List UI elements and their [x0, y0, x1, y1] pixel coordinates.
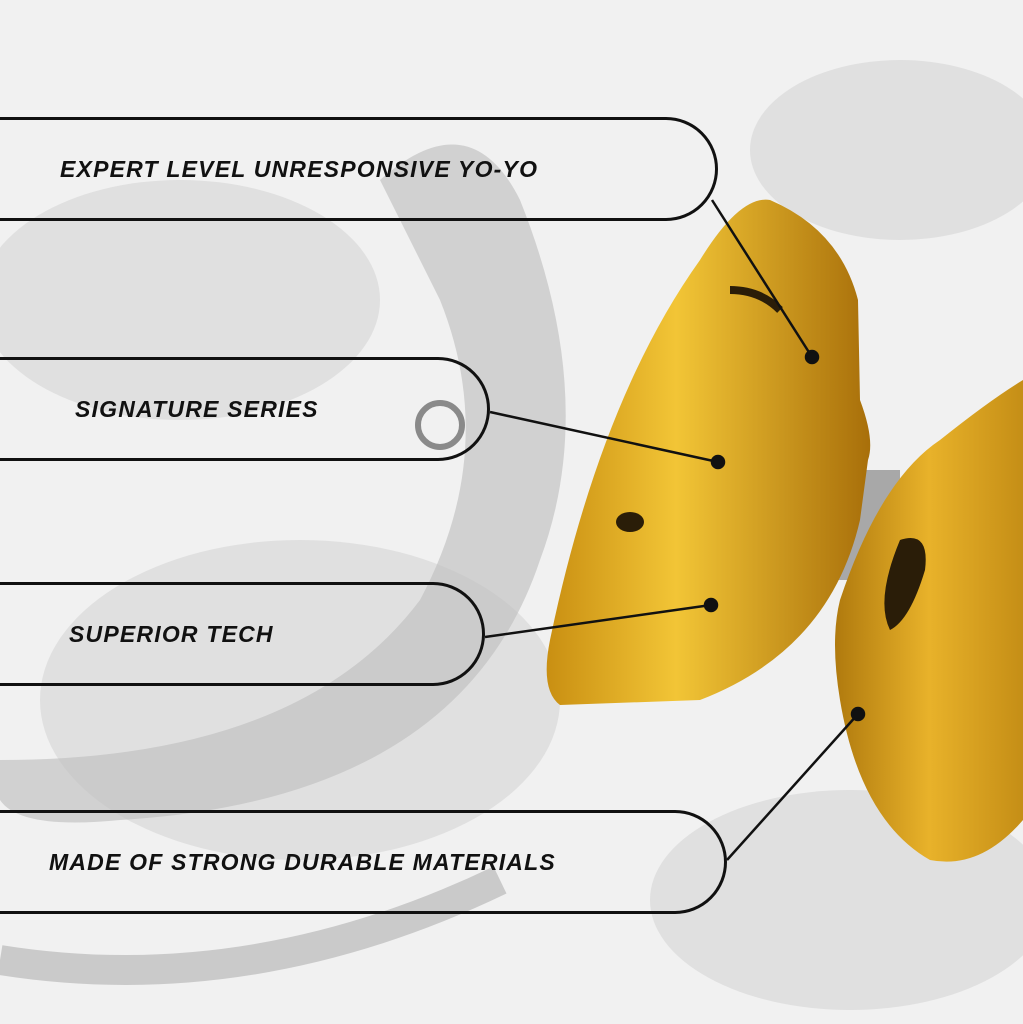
callout-signature-series: SIGNATURE SERIES	[0, 357, 490, 461]
leader-line	[710, 199, 814, 358]
leader-line	[726, 713, 859, 861]
callout-durable-materials: MADE OF STRONG DURABLE MATERIALS	[0, 810, 727, 914]
callout-label: SUPERIOR TECH	[69, 620, 274, 647]
callout-expert-level: EXPERT LEVEL UNRESPONSIVE YO-YO	[0, 117, 718, 221]
yo-yo-left-half	[546, 199, 871, 705]
callout-label: SIGNATURE SERIES	[75, 395, 319, 422]
leader-dot	[850, 706, 866, 722]
yo-yo-right-half	[835, 380, 1023, 862]
leader-dot	[710, 454, 726, 470]
leader-line	[489, 410, 719, 464]
callout-label: EXPERT LEVEL UNRESPONSIVE YO-YO	[60, 155, 539, 182]
callout-label: MADE OF STRONG DURABLE MATERIALS	[49, 848, 556, 875]
leader-dot	[804, 349, 820, 365]
leader-dot	[703, 597, 719, 613]
callout-superior-tech: SUPERIOR TECH	[0, 582, 485, 686]
leader-line	[484, 603, 712, 639]
